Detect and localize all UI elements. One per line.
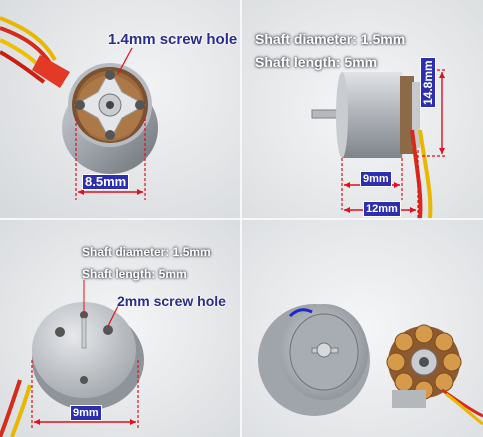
shaft-diameter-label: Shaft diameter: 1.5mm: [82, 245, 211, 259]
total-length-value: 12mm: [363, 201, 401, 217]
shaft-length-label: Shaft length: 5mm: [82, 267, 187, 281]
screw-hole-label: 2mm screw hole: [117, 293, 226, 309]
width-value: 9mm: [70, 405, 102, 421]
screw-hole-label: 1.4mm screw hole: [108, 31, 238, 48]
width-dimension: 9mm: [70, 405, 102, 421]
horizontal-divider: [0, 218, 483, 220]
height-value: 14.8mm: [420, 57, 436, 108]
total-length-dimension: 12mm: [363, 201, 401, 217]
width-value: 8.5mm: [82, 174, 130, 190]
shaft-diameter-label: Shaft diameter: 1.5mm: [255, 31, 406, 47]
panel-motor-disassembled: [242, 220, 483, 437]
motor-front-photo: [0, 220, 240, 437]
motor-disassembled-photo: [242, 220, 483, 437]
motor-back-photo: [0, 0, 240, 218]
panel-motor-back-view: 1.4mm screw hole 8.5mm: [0, 0, 240, 218]
body-length-value: 9mm: [360, 171, 392, 187]
panel-motor-side-view: Shaft diameter: 1.5mm Shaft length: 5mm …: [242, 0, 483, 218]
height-dimension: 14.8mm: [420, 57, 436, 108]
panel-motor-front-view: Shaft diameter: 1.5mm Shaft length: 5mm …: [0, 220, 240, 437]
shaft-length-label: Shaft length: 5mm: [255, 54, 378, 70]
body-length-dimension: 9mm: [360, 171, 392, 187]
width-dimension: 8.5mm: [82, 174, 130, 190]
